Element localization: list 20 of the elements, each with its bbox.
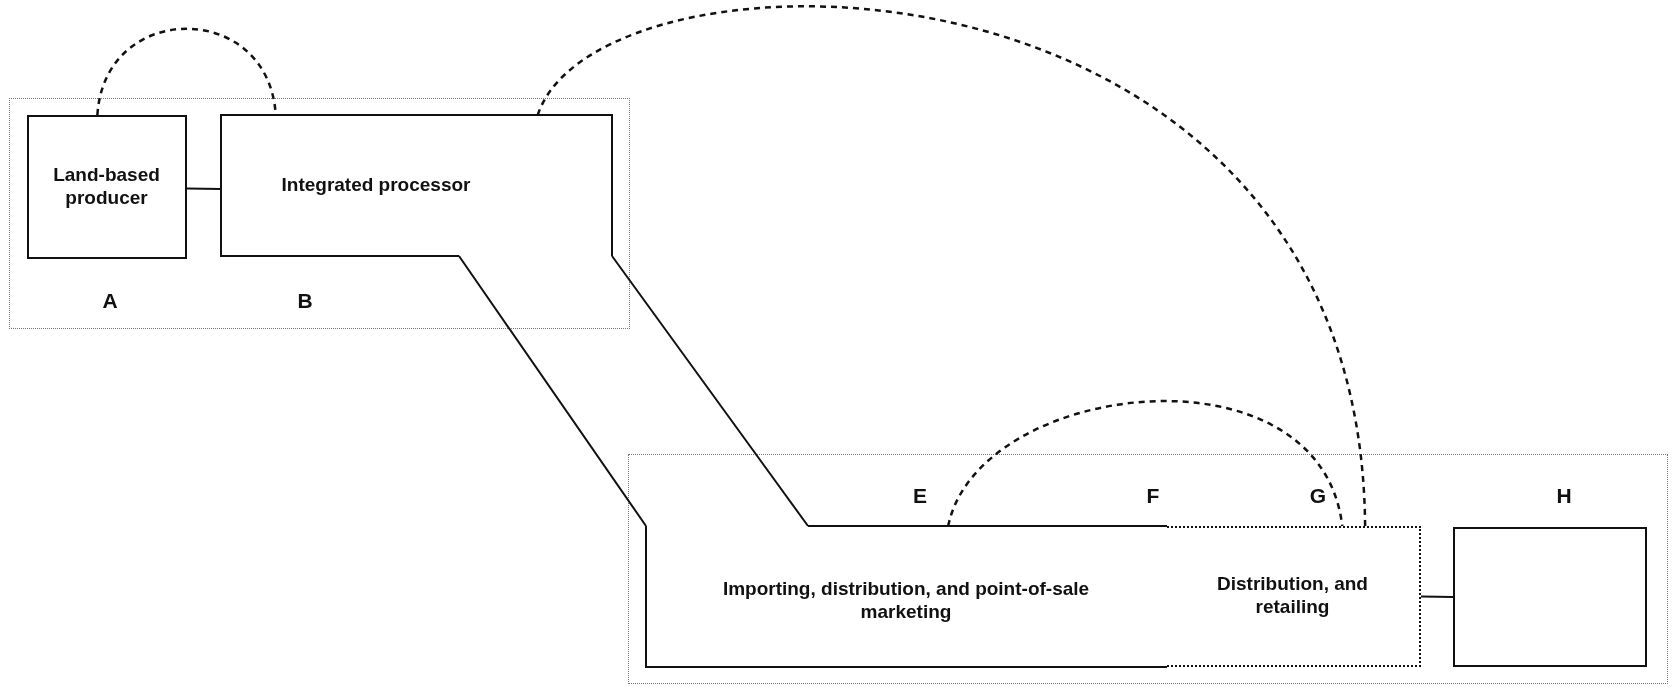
node-label: Integrated processor xyxy=(281,173,471,197)
connector-line xyxy=(1420,595,1454,598)
section-letter: A xyxy=(102,289,118,313)
section-letter: F xyxy=(1146,484,1160,508)
node-label: Importing, distribution, and point-of-sale marketing xyxy=(721,578,1091,624)
section-letter: G xyxy=(1309,484,1327,508)
empty-box xyxy=(1452,526,1647,667)
section-letter: B xyxy=(297,289,313,313)
group-region xyxy=(628,454,1668,684)
dashed-arc xyxy=(96,27,277,116)
process-box xyxy=(26,114,187,259)
dashed-arc xyxy=(536,5,1367,527)
node-label: Distribution, and retailing xyxy=(1216,573,1369,619)
process-box xyxy=(1166,525,1421,667)
section-letter: H xyxy=(1556,484,1572,508)
section-letter: E xyxy=(913,484,927,508)
node-label: Land-based producer xyxy=(52,163,161,210)
connector-line xyxy=(186,187,222,191)
dashed-arc xyxy=(947,400,1344,527)
group-region xyxy=(9,98,630,329)
